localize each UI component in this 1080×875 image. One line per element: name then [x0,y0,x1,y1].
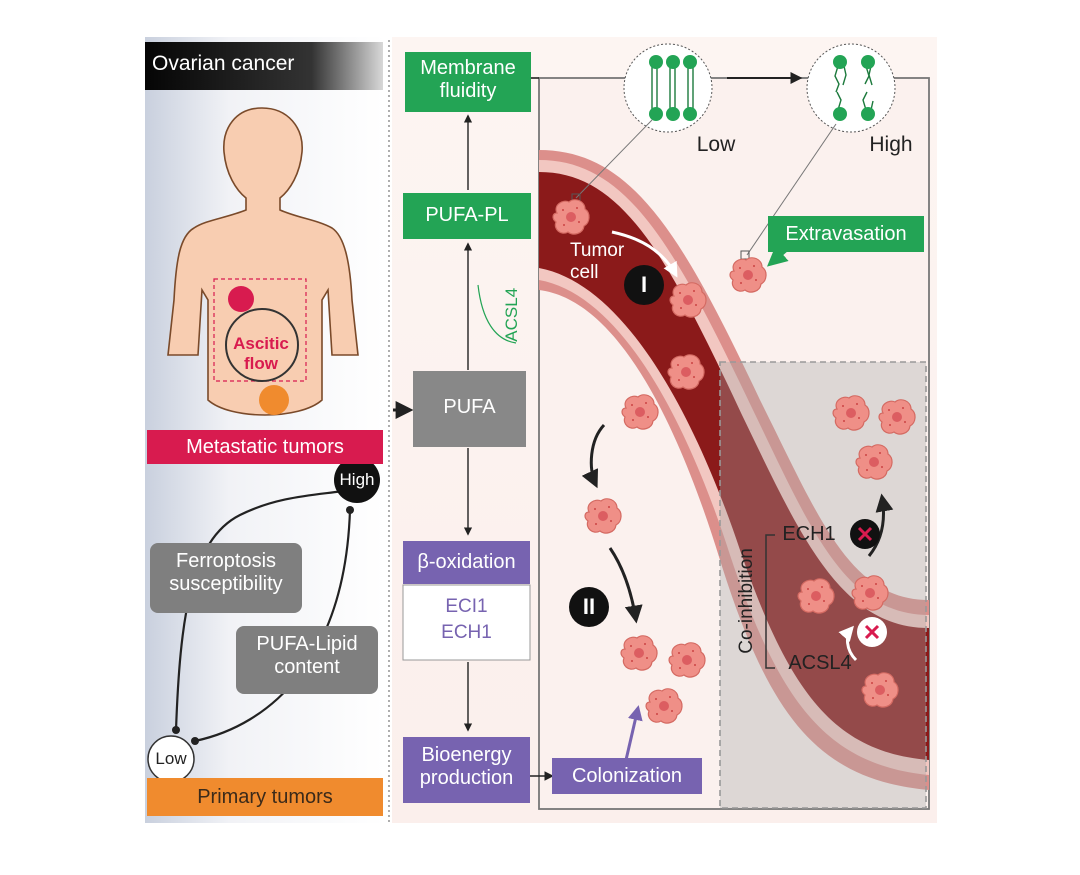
extravasation-pointer [766,245,789,267]
colonization-box: Colonization [552,758,702,794]
tumor-cell [645,688,683,724]
tumor-cell [552,199,590,235]
inhibition-cross-icon [857,526,873,542]
co-inhibition-frame [719,361,927,809]
acsl4-link [477,284,517,344]
membrane-low-inset [623,43,713,133]
beta-oxidation-box: β-oxidation [403,541,530,584]
colonization-pointer [624,705,643,761]
tumor-cell [621,394,659,430]
pufa-pl-box: PUFA-PL [403,193,531,239]
tumor-cell [669,282,707,318]
colonization-arrow [608,547,643,624]
tumor-cell [620,635,658,671]
tumor-cell-label: Tumor cell [570,240,625,283]
flow-arrow [611,230,678,278]
metastasis-site-icon [228,286,254,312]
blocked-colonization-arrow [867,493,894,557]
step-1-label: I [640,272,648,297]
enzyme-box [402,584,531,661]
high-marker [334,457,380,503]
ech1-vessel-label: ECH1 [782,523,836,545]
step-1-marker [624,265,664,305]
co-inhibition-bracket [765,534,775,669]
ascitic-flow-icon [225,308,299,382]
bioenergy-production-box: Bioenergy production [403,737,530,803]
fluidity-high-label: High [869,133,913,156]
metastatic-tumors-label: Metastatic tumors [147,430,383,464]
ferroptosis-susceptibility-label: Ferroptosis susceptibility [150,543,302,613]
pufa-box: PUFA [413,371,526,447]
inset-pointer-high [746,123,837,256]
colonizing-cell [878,399,916,435]
pufa-lipid-content-label: PUFA-Lipid content [236,626,378,694]
blood-vessel [539,150,929,790]
ech1-label: ECH1 [441,622,492,643]
membrane-fluidity-box: Membrane fluidity [405,52,531,112]
extravasating-cell [729,257,767,293]
migration-arrow [581,423,606,489]
step-2-marker [569,587,609,627]
title-banner [145,42,383,90]
primary-tumors-label: Primary tumors [147,778,383,816]
primary-tumor-icon [259,385,289,415]
tumor-cell [667,354,705,390]
co-inhibition-label: Co-inhibition [736,548,758,654]
body-silhouette [167,107,359,416]
low-label: Low [155,749,187,768]
eci1-label: ECI1 [445,596,488,617]
curve-point [172,726,180,734]
tumor-cell [584,498,622,534]
fluidity-low-label: Low [696,133,736,156]
inhibited-cell [797,578,835,614]
ascitic-flow-label: Ascitic flow [233,334,289,373]
colonizing-cell [855,444,893,480]
acsl4-vessel-label: ACSL4 [788,652,852,674]
high-label: High [339,470,375,489]
curve-point [191,737,199,745]
curve-point [346,506,354,514]
tumor-cell [668,642,706,678]
membrane-high-inset [806,43,896,133]
figure-title: Ovarian cancer [152,52,295,75]
inhibited-cell [851,575,889,611]
blocked-extravasation-arrow [838,625,858,662]
inhibited-cell [861,672,899,708]
colonizing-cell [832,395,870,431]
inset-pointer-low [575,119,653,199]
extravasation-box: Extravasation [768,216,924,252]
acsl4-pathway-label: ACSL4 [502,287,522,342]
ferroptosis-curve [174,488,351,731]
inhibition-cross-icon [864,624,880,640]
step-2-label: II [582,594,596,619]
